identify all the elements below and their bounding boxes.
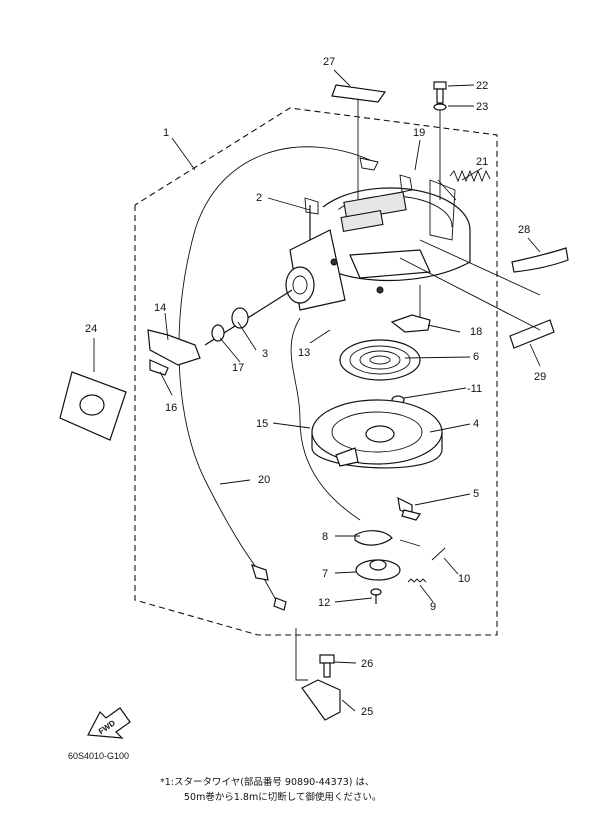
cover-plate-24 [59, 371, 127, 441]
callout-12: 12 [318, 597, 330, 609]
bolt-12 [370, 588, 382, 604]
starter-wire [178, 146, 371, 576]
callout-10: 10 [458, 573, 470, 585]
assembly-boundary [134, 107, 498, 636]
cable-stopper [147, 289, 293, 376]
callout-8: 8 [322, 531, 328, 543]
decal-29 [509, 319, 555, 349]
leader-lines [93, 69, 541, 712]
callout-13: 13 [298, 347, 310, 359]
rope-reel [311, 399, 443, 469]
washer-23 [433, 103, 447, 111]
callout-29: 29 [534, 371, 546, 383]
decal-28 [511, 247, 569, 273]
callout-4: 4 [473, 418, 479, 430]
callout-25: 25 [361, 706, 373, 718]
callout-19: 19 [413, 127, 425, 139]
callout-11: -11 [467, 383, 482, 395]
bracket-25 [295, 628, 341, 721]
callout-22: 22 [476, 80, 488, 92]
spring-10 [431, 547, 446, 561]
bolt-22 [433, 81, 447, 104]
callout-27: 27 [323, 56, 335, 68]
callout-23: 23 [476, 101, 488, 113]
callout-9: 9 [430, 601, 436, 613]
callout-20: 20 [258, 474, 270, 486]
plate-8 [354, 530, 393, 546]
drawing-code: 60S4010-G100 [68, 751, 130, 761]
spring-9 [407, 578, 427, 583]
callout-15: 15 [256, 418, 268, 430]
starter-housing [285, 157, 471, 311]
spiral-spring [339, 339, 421, 381]
callout-17: 17 [232, 362, 244, 374]
pawl-18 [390, 314, 431, 333]
decal-27 [331, 84, 387, 103]
footnote-line-2: 50m巻から1.8mに切断して御使用ください。 [184, 792, 382, 803]
spring-21 [449, 169, 491, 183]
callout-1: 1 [163, 127, 169, 139]
footnote-line-1: *1:スタータワイヤ(部品番号 90890-44373) は、 [160, 777, 375, 788]
callout-5: 5 [473, 488, 479, 500]
callout-2: 2 [256, 192, 262, 204]
callout-18: 18 [470, 326, 482, 338]
callout-3: 3 [262, 348, 268, 360]
callout-16: 16 [165, 402, 177, 414]
fwd-arrow-icon [87, 707, 131, 739]
drive-plate [355, 559, 401, 581]
callout-24: 24 [85, 323, 97, 335]
callout-7: 7 [322, 568, 328, 580]
callout-6: 6 [473, 351, 479, 363]
bolt-26 [319, 654, 335, 678]
callout-21: 21 [476, 156, 488, 168]
callout-14: 14 [154, 302, 166, 314]
callout-26: 26 [361, 658, 373, 670]
callout-28: 28 [518, 224, 530, 236]
